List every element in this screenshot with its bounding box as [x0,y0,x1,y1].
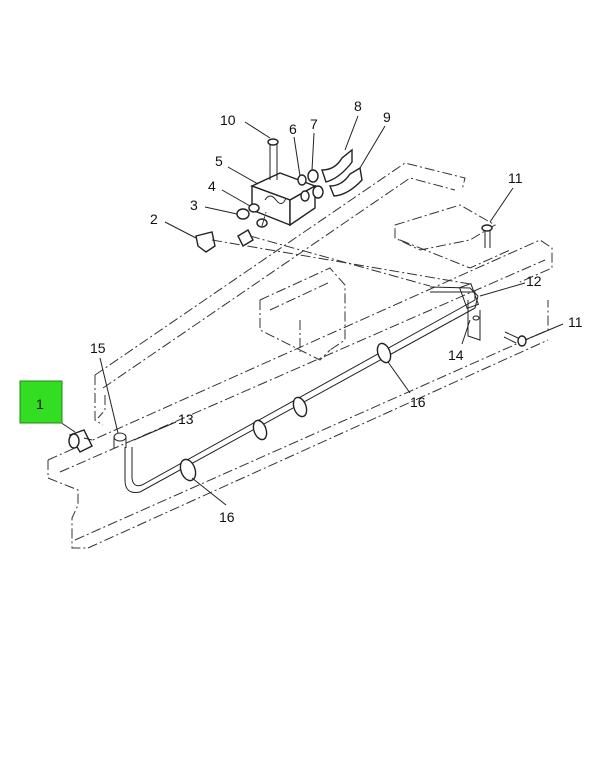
callout-13[interactable]: 13 [178,411,194,427]
callout-14[interactable]: 14 [448,347,464,363]
bolts-11 [481,224,527,347]
highlight-box[interactable] [19,380,63,424]
callout-3[interactable]: 3 [190,197,198,213]
callout-11-top[interactable]: 11 [508,170,523,186]
callout-8[interactable]: 8 [354,98,362,114]
brackets [113,282,481,448]
callout-15[interactable]: 15 [90,340,106,356]
callout-4[interactable]: 4 [208,178,216,194]
callout-10[interactable]: 10 [220,112,236,128]
callout-2[interactable]: 2 [150,211,158,227]
frame-rail-phantom [47,162,553,549]
callout-labels: 1 2 3 4 5 6 7 8 9 10 11 11 12 13 14 15 1… [36,98,583,525]
valve-assembly [195,138,471,287]
callout-9[interactable]: 9 [383,109,391,125]
callout-7[interactable]: 7 [310,116,318,132]
air-line-tube [124,286,479,493]
callout-1[interactable]: 1 [36,396,44,412]
callout-16-right[interactable]: 16 [410,394,426,410]
callout-5[interactable]: 5 [215,153,223,169]
callout-11-bottom[interactable]: 11 [568,314,583,330]
callout-12[interactable]: 12 [526,273,542,289]
callout-16-bottom[interactable]: 16 [219,509,235,525]
fitting-1 [68,429,93,453]
callout-6[interactable]: 6 [289,121,297,137]
leader-lines [59,115,564,506]
